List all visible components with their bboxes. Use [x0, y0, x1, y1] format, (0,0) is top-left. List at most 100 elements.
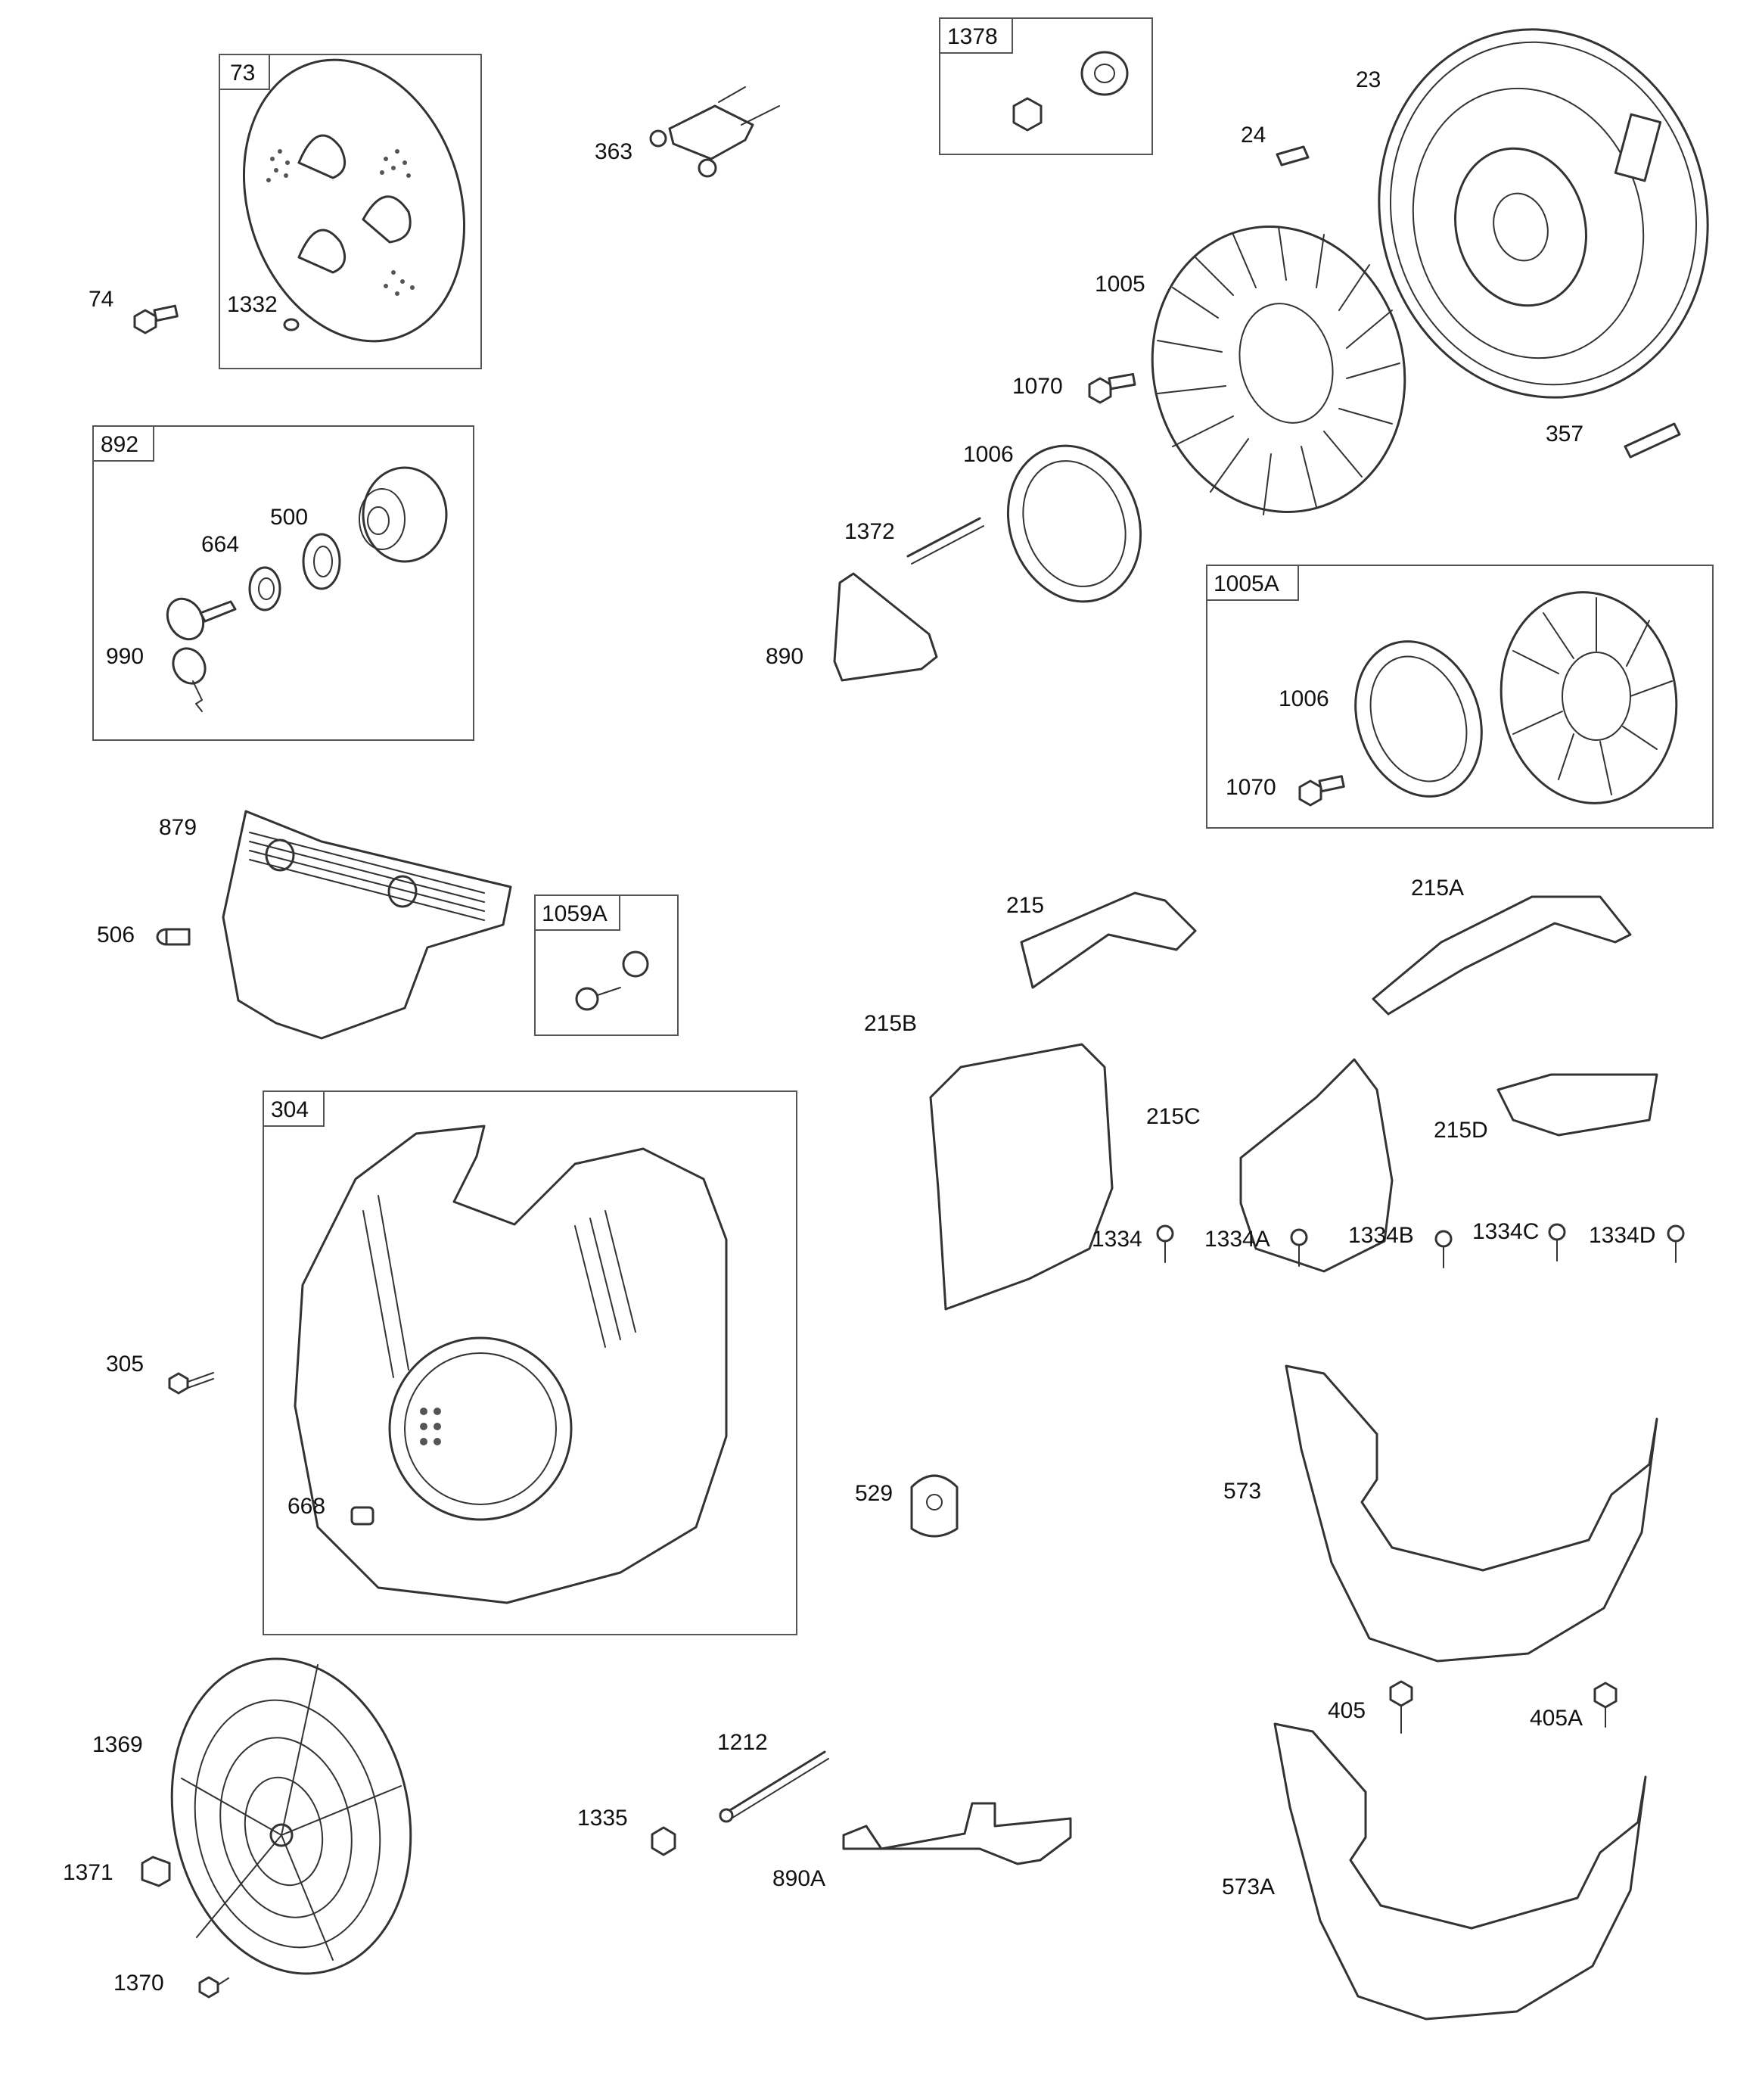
callout-1369: 1369: [92, 1732, 143, 1757]
callout-215: 215: [1006, 893, 1044, 918]
screw-305-part: [168, 1372, 214, 1395]
bracket-890-part: [833, 572, 938, 682]
callout-990: 990: [106, 644, 144, 669]
baffle-573-part: [1285, 1364, 1658, 1663]
washer-1332-part: [283, 318, 300, 331]
callout-573: 573: [1223, 1479, 1261, 1504]
screw-1334A-part: [1290, 1228, 1308, 1267]
pin-668-part: [350, 1506, 374, 1526]
callout-1371: 1371: [63, 1860, 113, 1885]
callout-890: 890: [766, 644, 803, 669]
callout-215A: 215A: [1411, 876, 1464, 901]
callout-363: 363: [595, 139, 632, 164]
callout-1006: 1006: [963, 442, 1014, 467]
bracket-890A-part: [842, 1802, 1072, 1865]
box-label-1005A: 1005A: [1214, 571, 1279, 596]
callout-357: 357: [1546, 422, 1583, 446]
nut-1378-part: [1012, 97, 1043, 132]
callout-1070-kit: 1070: [1226, 775, 1276, 800]
box-label-304: 304: [271, 1097, 309, 1122]
screw-74-part: [133, 304, 179, 334]
screw-405-part: [1389, 1680, 1413, 1734]
box-label-73: 73: [230, 61, 255, 86]
callout-215D: 215D: [1434, 1118, 1488, 1143]
callout-74: 74: [89, 287, 113, 312]
shield-215A-part: [1372, 895, 1632, 1016]
grommet-529-part: [910, 1474, 959, 1538]
callout-305: 305: [106, 1352, 144, 1377]
stud-1212-part: [719, 1750, 829, 1823]
key-990-part: [166, 597, 237, 712]
shield-215B-part: [929, 1043, 1114, 1311]
callout-529: 529: [855, 1481, 893, 1506]
box-label-1059A: 1059A: [542, 901, 608, 926]
plug-506-part: [156, 928, 191, 946]
callout-24: 24: [1241, 123, 1266, 148]
cover-disc-part: [242, 58, 466, 343]
box-304: 304: [263, 1090, 797, 1635]
box-label-1378: 1378: [947, 24, 998, 49]
washer-1378-part: [1080, 51, 1129, 96]
callout-890A: 890A: [772, 1866, 825, 1891]
switch-body-part: [359, 466, 448, 563]
callout-1334B: 1334B: [1348, 1223, 1414, 1248]
callout-1212: 1212: [717, 1730, 768, 1755]
box-1378: 1378: [939, 17, 1153, 155]
blower-housing-304-part: [294, 1125, 728, 1604]
callout-23: 23: [1356, 67, 1381, 92]
screw-1070-part: [1088, 372, 1136, 404]
callout-215C: 215C: [1146, 1104, 1201, 1129]
fan-1005-part: [1151, 226, 1406, 515]
callout-573A: 573A: [1222, 1874, 1275, 1899]
screw-1334D-part: [1667, 1224, 1685, 1263]
pin-1372-part: [906, 517, 984, 565]
shield-215-part: [1020, 891, 1197, 989]
callout-1334: 1334: [1092, 1227, 1142, 1252]
box-1059A: 1059A: [534, 894, 679, 1036]
callout-1332: 1332: [227, 292, 278, 317]
fan-1005A-part: [1500, 591, 1678, 804]
shield-215C-part: [1239, 1058, 1394, 1273]
callout-506: 506: [97, 922, 135, 947]
screw-1334-part: [1156, 1224, 1174, 1263]
callout-1370: 1370: [113, 1971, 164, 1996]
nut-1335-part: [651, 1826, 676, 1856]
box-892: 892: [92, 425, 474, 741]
callout-405A: 405A: [1530, 1706, 1583, 1731]
screw-1059A-part: [575, 950, 649, 1011]
nut-664-part: [248, 566, 281, 611]
screw-1070A-part: [1298, 775, 1345, 807]
panel-879-part: [222, 810, 512, 1040]
callout-879: 879: [159, 815, 197, 840]
callout-215B: 215B: [864, 1011, 917, 1036]
box-label-892: 892: [101, 432, 138, 457]
key-357-part: [1624, 422, 1681, 459]
callout-1005: 1005: [1095, 272, 1145, 297]
lockwasher-500-part: [302, 533, 341, 590]
box-1005A: 1005A: [1206, 565, 1714, 829]
callout-1006-kit: 1006: [1279, 686, 1329, 711]
grille-1369-part: [170, 1657, 412, 1975]
callout-664: 664: [201, 532, 239, 557]
screw-1370-part: [198, 1976, 229, 1999]
callout-1334C: 1334C: [1472, 1219, 1539, 1244]
gasket-1005A-part: [1354, 640, 1483, 798]
callout-500: 500: [270, 505, 308, 530]
callout-405: 405: [1328, 1698, 1366, 1723]
flywheel-23-part: [1378, 28, 1709, 399]
bracket-363-part: [649, 86, 780, 178]
callout-1334A: 1334A: [1204, 1227, 1270, 1252]
gasket-1006-part: [1006, 444, 1142, 603]
callout-1070: 1070: [1012, 374, 1063, 399]
box-73: 73: [219, 54, 482, 369]
screw-1334B-part: [1434, 1230, 1453, 1268]
callout-1335: 1335: [577, 1806, 628, 1831]
shield-215D-part: [1496, 1073, 1658, 1137]
key-24-part: [1276, 145, 1310, 166]
baffle-573A-part: [1273, 1722, 1647, 2021]
callout-1334D: 1334D: [1589, 1223, 1655, 1248]
screw-405A-part: [1593, 1682, 1618, 1728]
callout-668: 668: [287, 1494, 325, 1519]
spacer-1371-part: [141, 1856, 171, 1887]
